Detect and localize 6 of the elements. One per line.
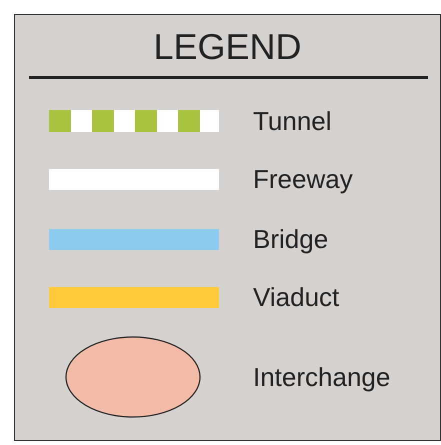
legend-label: Freeway <box>253 166 353 192</box>
legend-label: Viaduct <box>253 284 340 310</box>
legend-label: Tunnel <box>253 108 332 134</box>
legend-label: Bridge <box>253 226 328 252</box>
legend-label: Interchange <box>253 364 390 390</box>
legend-title: LEGEND <box>152 29 303 65</box>
